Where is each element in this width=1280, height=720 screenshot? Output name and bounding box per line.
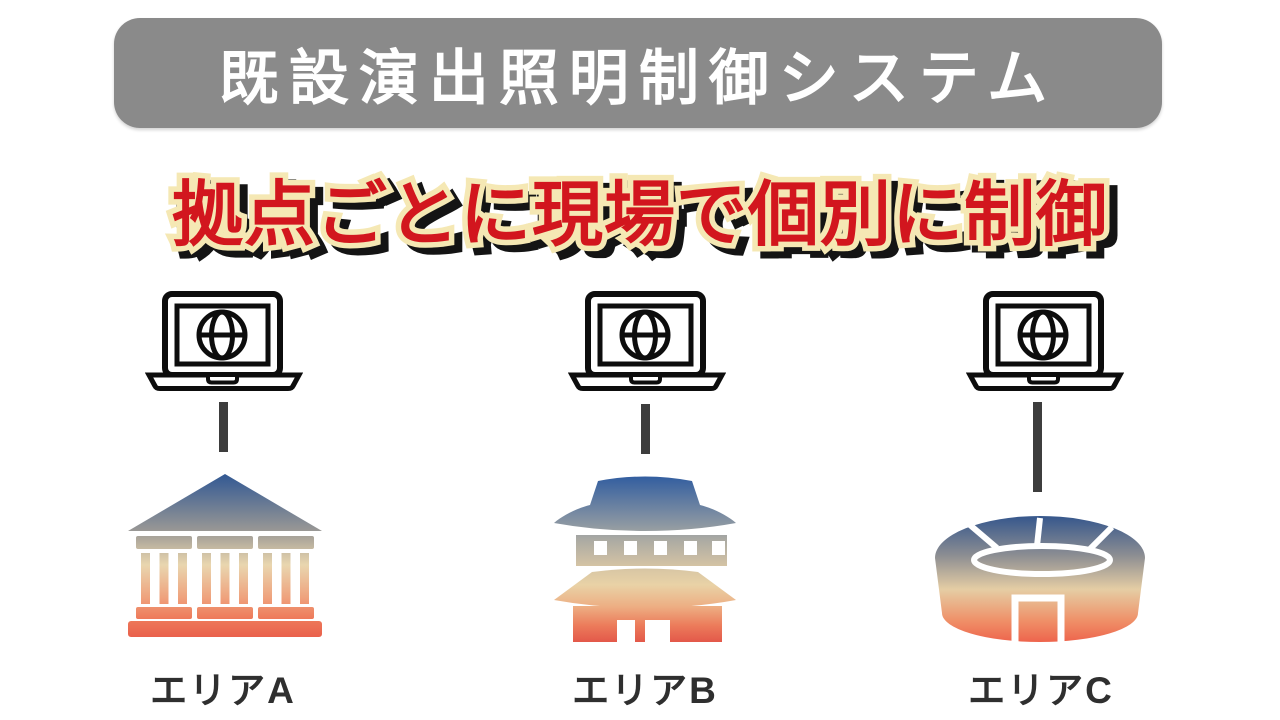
- classical-building-icon: [128, 474, 322, 637]
- connector-line: [1033, 402, 1042, 492]
- subtitle-shadow-layer: 拠点ごとに現場で個別に制御: [174, 174, 1120, 269]
- laptop-globe-icon: [966, 291, 1124, 391]
- laptop-globe-icon: [145, 291, 303, 391]
- site-label-area-b: エリアB: [572, 670, 718, 711]
- subtitle-text: 拠点ごとに現場で個別に制御: [171, 172, 1108, 256]
- subtitle: 拠点ごとに現場で個別に制御 拠点ごとに現場で個別に制御 拠点ごとに現場で個別に制…: [0, 158, 1280, 269]
- temple-building-icon: [554, 476, 736, 642]
- globe-icon: [1017, 309, 1069, 361]
- globe-icon: [196, 309, 248, 361]
- connector-line: [641, 404, 650, 454]
- title-bar: 既設演出照明制御システム: [114, 18, 1162, 128]
- stadium-building-icon: [935, 516, 1145, 642]
- page-title: 既設演出照明制御システム: [218, 44, 1058, 112]
- site-label-area-c: エリアC: [968, 670, 1114, 711]
- subtitle-outline-layer: 拠点ごとに現場で個別に制御: [166, 167, 1112, 262]
- connector-line: [219, 402, 228, 452]
- site-label-area-a: エリアA: [150, 670, 296, 711]
- globe-icon: [619, 309, 671, 361]
- laptop-globe-icon: [568, 291, 726, 391]
